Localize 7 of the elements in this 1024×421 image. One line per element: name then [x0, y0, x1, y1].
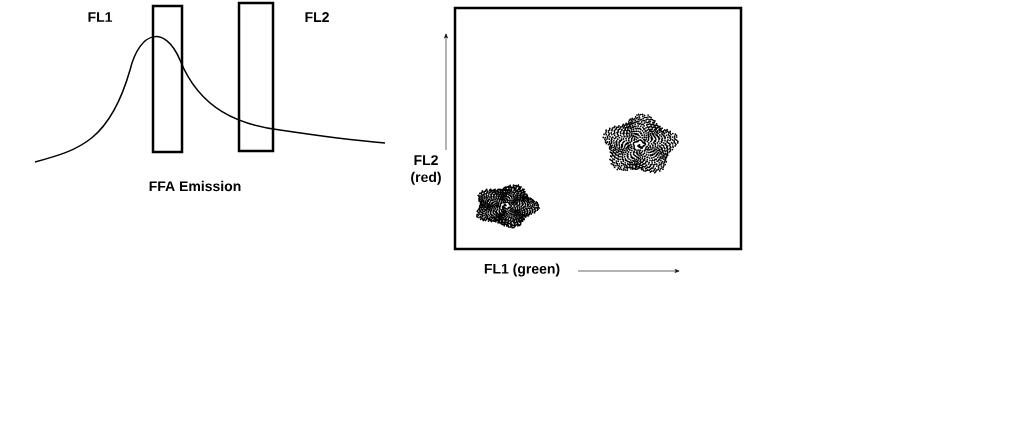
filter-box: FL2	[237, 1, 329, 153]
axis-label: FL2 (red)	[411, 155, 441, 185]
node-label: FL1	[88, 12, 113, 22]
node-label: FL2	[305, 12, 329, 22]
axis-label: FFA Emission	[149, 180, 241, 192]
filter-box: FL1	[88, 4, 184, 154]
axis-label: FL1 (green)	[484, 263, 560, 277]
